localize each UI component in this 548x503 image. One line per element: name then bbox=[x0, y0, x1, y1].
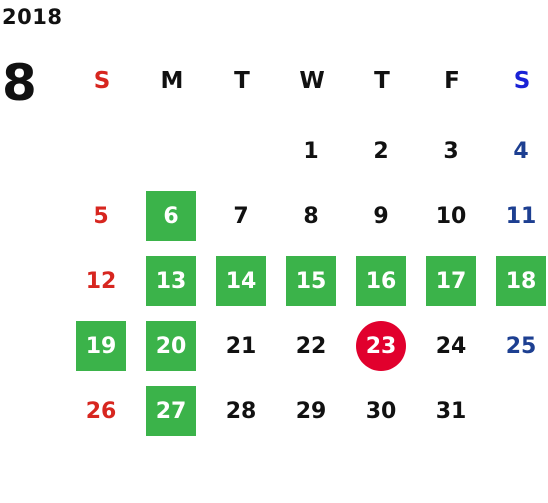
weekday-friday: F bbox=[444, 68, 460, 94]
weekday-thursday: T bbox=[374, 68, 390, 94]
calendar-day[interactable]: 1 bbox=[303, 138, 319, 164]
weekday-sunday: S bbox=[93, 68, 111, 94]
calendar-day[interactable]: 2 bbox=[373, 138, 389, 164]
calendar-day[interactable]: 21 bbox=[225, 333, 257, 359]
calendar-day[interactable]: 31 bbox=[435, 398, 467, 424]
calendar-year: 2018 bbox=[2, 5, 63, 29]
calendar-day[interactable]: 17 bbox=[426, 256, 476, 306]
calendar-day[interactable]: 29 bbox=[295, 398, 327, 424]
calendar-day[interactable]: 8 bbox=[303, 203, 319, 229]
calendar-day[interactable]: 15 bbox=[286, 256, 336, 306]
calendar-day[interactable]: 10 bbox=[435, 203, 467, 229]
calendar-day[interactable]: 6 bbox=[146, 191, 196, 241]
calendar-day[interactable]: 28 bbox=[225, 398, 257, 424]
weekday-tuesday: T bbox=[234, 68, 250, 94]
calendar-day[interactable]: 18 bbox=[496, 256, 546, 306]
calendar-day[interactable]: 27 bbox=[146, 386, 196, 436]
calendar-day[interactable]: 13 bbox=[146, 256, 196, 306]
calendar-month: 8 bbox=[2, 54, 37, 112]
calendar-day[interactable]: 14 bbox=[216, 256, 266, 306]
calendar-day[interactable]: 12 bbox=[85, 268, 117, 294]
calendar-day[interactable]: 7 bbox=[233, 203, 249, 229]
calendar-day[interactable]: 22 bbox=[295, 333, 327, 359]
weekday-saturday: S bbox=[513, 68, 531, 94]
weekday-monday: M bbox=[160, 68, 184, 94]
calendar-day[interactable]: 26 bbox=[85, 398, 117, 424]
calendar-day[interactable]: 30 bbox=[365, 398, 397, 424]
calendar-day[interactable]: 5 bbox=[93, 203, 109, 229]
weekday-wednesday: W bbox=[299, 68, 325, 94]
calendar-day[interactable]: 23 bbox=[356, 321, 406, 371]
calendar-day[interactable]: 11 bbox=[505, 203, 537, 229]
calendar-day[interactable]: 3 bbox=[443, 138, 459, 164]
calendar-day[interactable]: 19 bbox=[76, 321, 126, 371]
calendar-day[interactable]: 16 bbox=[356, 256, 406, 306]
calendar-day[interactable]: 24 bbox=[435, 333, 467, 359]
calendar-day[interactable]: 20 bbox=[146, 321, 196, 371]
calendar-day[interactable]: 4 bbox=[513, 138, 529, 164]
calendar-day[interactable]: 25 bbox=[505, 333, 537, 359]
calendar-day[interactable]: 9 bbox=[373, 203, 389, 229]
